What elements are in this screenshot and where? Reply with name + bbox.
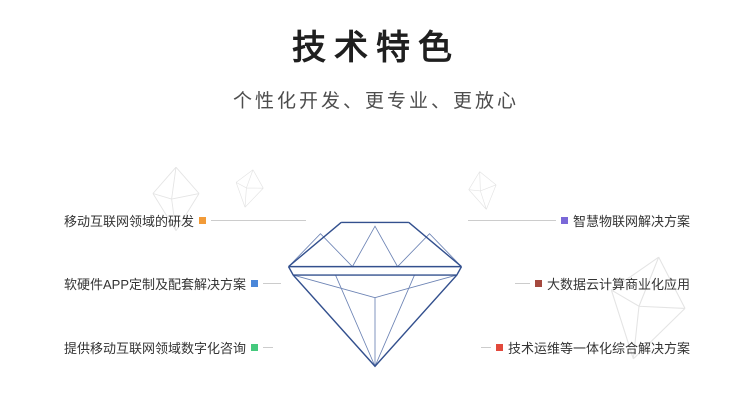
connector-line [211, 219, 307, 221]
feature-row-mobile-rd: 移动互联网领域的研发 [64, 212, 307, 229]
pyramid-wireframe-icon [148, 165, 204, 233]
feature-label: 技术运维等一体化综合解决方案 [507, 340, 690, 356]
feature-label: 软硬件APP定制及配套解决方案 [64, 276, 247, 292]
feature-row-digital-consulting: 提供移动互联网领域数字化咨询 [64, 339, 274, 356]
feature-row-app-custom: 软硬件APP定制及配套解决方案 [64, 275, 282, 292]
feature-row-ops-integrated: 技术运维等一体化综合解决方案 [480, 339, 690, 356]
feature-marker [534, 279, 542, 287]
pyramid-wireframe-icon [586, 242, 706, 374]
feature-label: 提供移动互联网领域数字化咨询 [64, 340, 247, 356]
connector-line [514, 282, 530, 284]
connector-line [263, 346, 274, 348]
diamond-facet-lines [288, 225, 462, 367]
feature-label: 智慧物联网解决方案 [572, 213, 690, 229]
page-title: 技术特色 [292, 29, 460, 67]
connector-line [263, 282, 282, 284]
page-subtitle: 个性化开发、更专业、更放心 [232, 91, 519, 112]
feature-label: 大数据云计算商业化应用 [546, 276, 690, 292]
feature-marker [199, 216, 207, 224]
pyramid-wireframe-icon [463, 167, 504, 213]
connector-line [467, 219, 556, 221]
feature-marker [251, 279, 259, 287]
diamond-outline [287, 221, 463, 368]
feature-label: 移动互联网领域的研发 [64, 213, 195, 229]
feature-row-bigdata-cloud: 大数据云计算商业化应用 [514, 275, 690, 292]
feature-row-iot-solution: 智慧物联网解决方案 [467, 212, 690, 229]
feature-marker [495, 343, 503, 351]
diamond-wireframe-icon [281, 213, 469, 371]
feature-marker [251, 343, 259, 351]
connector-line [480, 346, 491, 348]
pyramid-wireframe-icon [228, 165, 270, 212]
feature-marker [560, 216, 568, 224]
